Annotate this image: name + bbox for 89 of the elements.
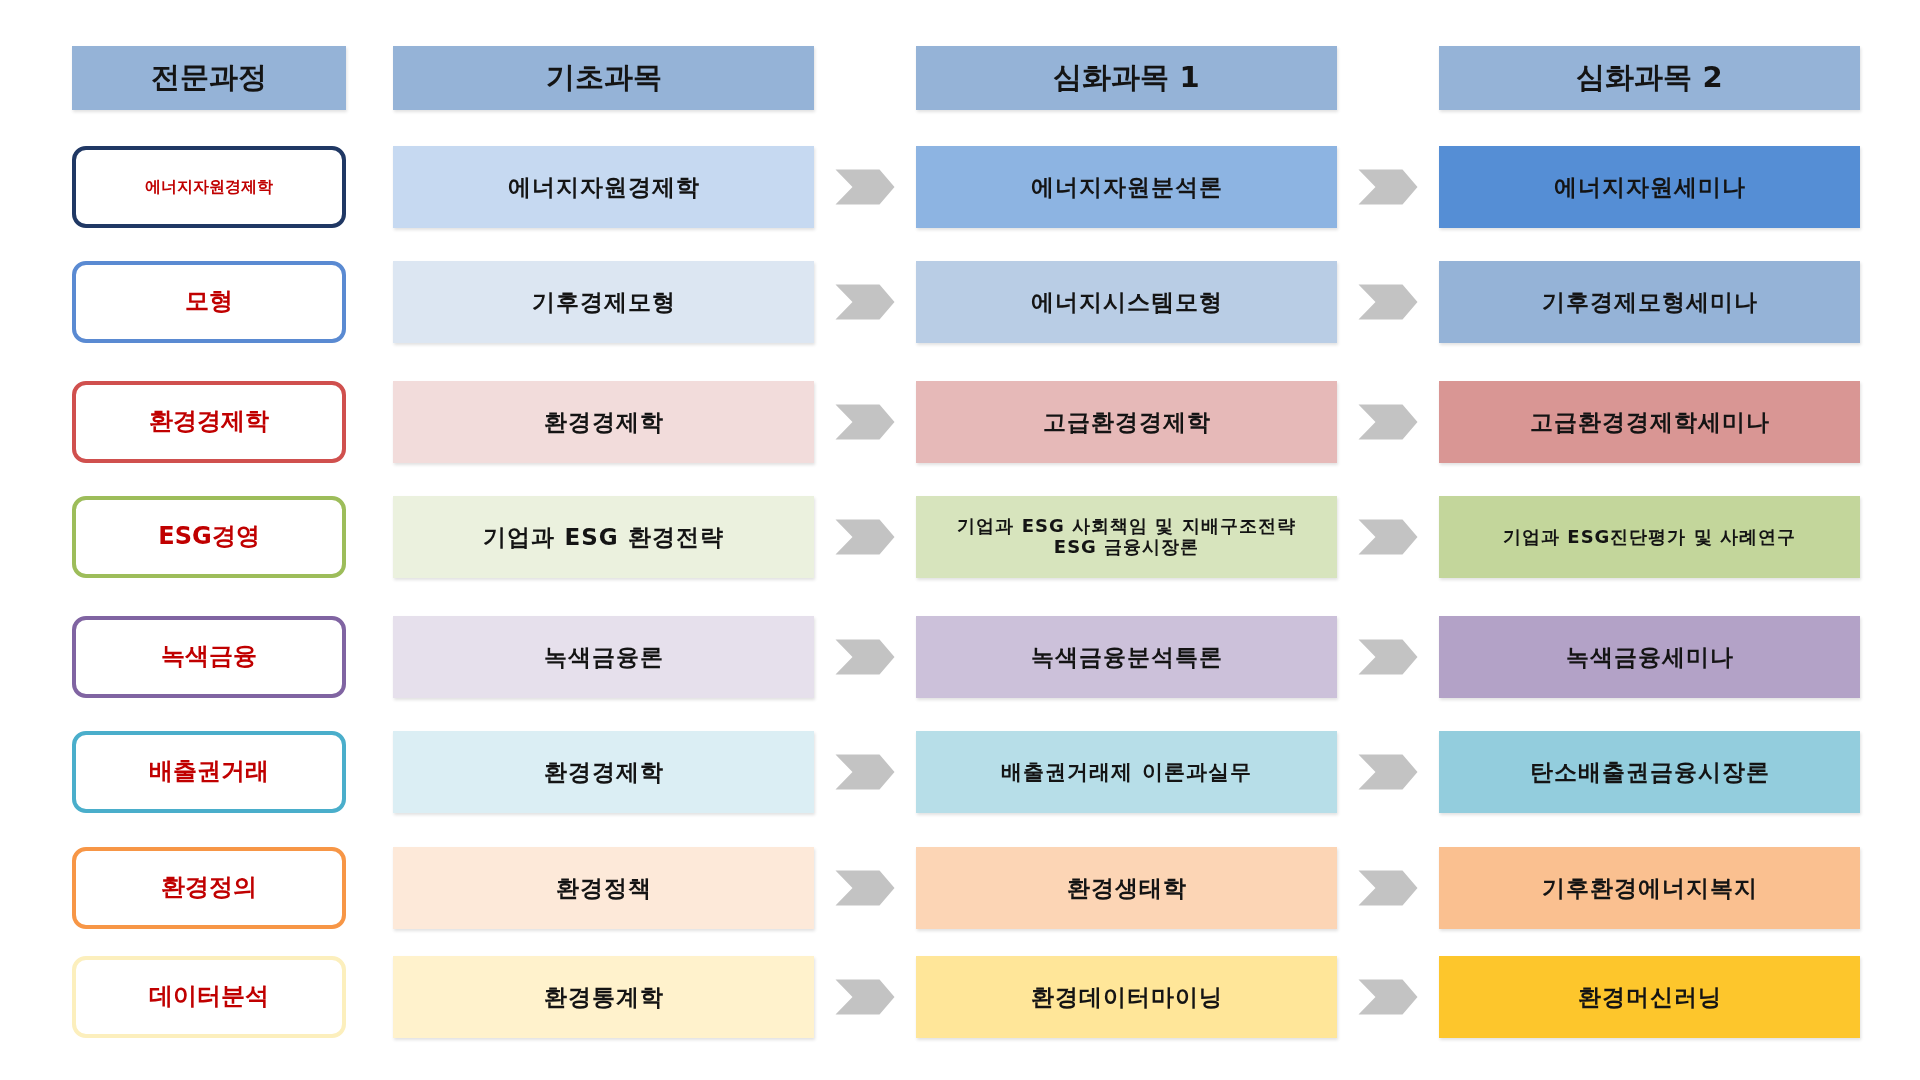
course-name: 환경경제학 — [543, 758, 664, 786]
course-box — [393, 261, 814, 343]
course-name: 기후경제모형 — [531, 288, 676, 316]
course-name: 환경머신러닝 — [1577, 983, 1722, 1011]
course-name: 환경경제학 — [543, 408, 664, 436]
course-name: 녹색금융론 — [543, 643, 664, 671]
course-box — [1439, 261, 1860, 343]
course-box — [916, 956, 1337, 1038]
course-name: 녹색금융분석특론 — [1030, 643, 1223, 671]
course-box — [916, 616, 1337, 698]
header-bar — [393, 46, 814, 110]
chevron-arrow — [1358, 870, 1418, 906]
course-box — [393, 381, 814, 463]
track-name: 배출권거래 — [149, 758, 269, 786]
column-heading: 심화과목 2 — [1576, 61, 1723, 95]
chevron-arrow — [835, 754, 895, 790]
course-name: 에너지자원분석론 — [1030, 173, 1223, 201]
track-box — [72, 956, 346, 1038]
course-box — [393, 146, 814, 228]
course-box — [916, 496, 1337, 578]
course-box — [916, 381, 1337, 463]
course-name: 환경정책 — [555, 874, 652, 902]
course-name: 환경데이터마이닝 — [1030, 983, 1223, 1011]
course-box — [393, 496, 814, 578]
course-box — [1439, 616, 1860, 698]
track-box — [72, 731, 346, 813]
course-name: 에너지자원경제학 — [507, 173, 700, 201]
track-box — [72, 847, 346, 929]
course-name: 환경생태학 — [1066, 874, 1187, 902]
course-box — [393, 731, 814, 813]
track-name: 녹색금융 — [161, 643, 257, 671]
course-name: 에너지자원세미나 — [1553, 173, 1746, 201]
track-name: 환경경제학 — [149, 408, 269, 436]
chevron-arrow — [835, 284, 895, 320]
chevron-arrow — [1358, 519, 1418, 555]
course-box — [916, 847, 1337, 929]
chevron-arrow — [1358, 284, 1418, 320]
chevron-arrow — [835, 404, 895, 440]
course-box — [916, 261, 1337, 343]
track-name: 환경정의 — [161, 874, 257, 902]
track-name: ESG경영 — [158, 523, 260, 551]
header-bar — [916, 46, 1337, 110]
chevron-arrow — [1358, 169, 1418, 205]
course-name: 기후경제모형세미나 — [1541, 288, 1758, 316]
course-box — [916, 146, 1337, 228]
column-heading: 기초과목 — [545, 61, 662, 95]
course-box — [1439, 381, 1860, 463]
chevron-arrow — [1358, 979, 1418, 1015]
track-box — [72, 616, 346, 698]
course-name: ESG 금융시장론 — [1053, 537, 1200, 558]
track-name: 에너지자원경제학 — [145, 177, 273, 197]
course-box — [1439, 847, 1860, 929]
track-name: 데이터분석 — [149, 983, 269, 1011]
course-name: 환경통계학 — [543, 983, 664, 1011]
track-box — [72, 261, 346, 343]
course-box — [393, 616, 814, 698]
course-name: 기후환경에너지복지 — [1541, 874, 1758, 902]
course-box — [1439, 146, 1860, 228]
chevron-arrow — [835, 870, 895, 906]
header-bar — [1439, 46, 1860, 110]
course-name: 탄소배출권금융시장론 — [1529, 758, 1770, 786]
chevron-arrow — [1358, 754, 1418, 790]
course-box — [393, 847, 814, 929]
course-name: 배출권거래제 이론과실무 — [1001, 759, 1252, 785]
course-box — [916, 731, 1337, 813]
course-box — [1439, 956, 1860, 1038]
column-heading: 심화과목 1 — [1053, 61, 1200, 95]
chevron-arrow — [835, 979, 895, 1015]
course-name: 녹색금융세미나 — [1565, 643, 1734, 671]
track-name: 모형 — [185, 288, 233, 316]
chevron-arrow — [835, 169, 895, 205]
chevron-arrow — [835, 519, 895, 555]
course-name: 기업과 ESG진단평가 및 사례연구 — [1503, 526, 1796, 548]
track-box — [72, 146, 346, 228]
chevron-arrow — [1358, 639, 1418, 675]
course-name: 기업과 ESG 사회책임 및 지배구조전략 — [957, 516, 1296, 537]
chevron-arrow — [835, 639, 895, 675]
course-name: 에너지시스템모형 — [1030, 288, 1223, 316]
course-name: 고급환경경제학세미나 — [1529, 408, 1770, 436]
chevron-arrow — [1358, 404, 1418, 440]
column-heading: 전문과정 — [151, 61, 267, 95]
track-box — [72, 381, 346, 463]
course-box — [393, 956, 814, 1038]
header-bar — [72, 46, 346, 110]
course-box — [1439, 731, 1860, 813]
course-name: 고급환경경제학 — [1042, 408, 1211, 436]
course-name: 기업과 ESG 환경전략 — [483, 523, 724, 551]
course-box — [1439, 496, 1860, 578]
track-box — [72, 496, 346, 578]
